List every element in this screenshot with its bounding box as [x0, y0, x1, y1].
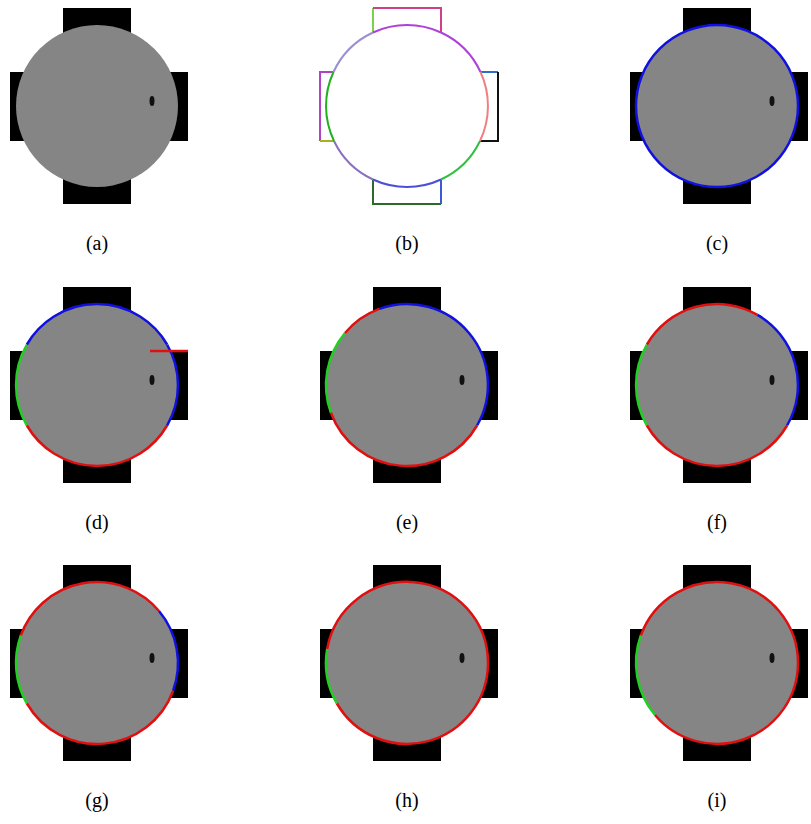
panel-label: (f) — [707, 511, 727, 534]
fit-result — [320, 287, 498, 483]
fit-result — [10, 287, 188, 483]
fit-result — [630, 8, 808, 204]
panel-label: (i) — [708, 789, 727, 812]
fit-result — [10, 565, 188, 761]
fit-result — [320, 565, 498, 761]
fit-result — [630, 565, 808, 761]
panel-label: (h) — [395, 789, 418, 812]
panel-label: (d) — [85, 511, 108, 534]
panel-label: (g) — [85, 789, 108, 812]
fit-result — [630, 287, 808, 483]
panel-label: (b) — [395, 232, 418, 255]
edge-map — [320, 8, 498, 204]
panel-label: (c) — [706, 232, 728, 255]
panel-label: (a) — [86, 232, 108, 255]
panel-label: (e) — [396, 511, 418, 534]
sample-image — [10, 8, 188, 204]
